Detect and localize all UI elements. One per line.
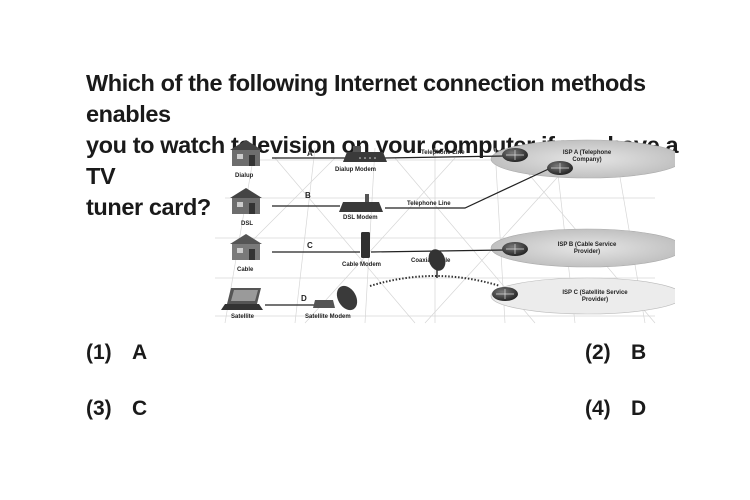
isp-c-label-2: Provider) [582,297,608,303]
isp-b-label-1: ISP B (Cable Service [558,242,617,248]
dialup-modem-icon [343,146,387,162]
cable-modem-icon [361,232,370,258]
option-2[interactable]: (2) B [585,341,646,365]
label-satellite: Satellite [231,314,255,320]
option-3-text: C [132,397,148,420]
option-4-number: (4) [585,397,611,420]
router-icon [502,148,528,162]
connection-lines [265,155,556,306]
option-3[interactable]: (3) C [86,397,147,421]
label-dialup: Dialup [235,173,254,179]
option-2-number: (2) [585,341,611,364]
letter-b: B [305,191,311,200]
option-1[interactable]: (1) A [86,341,147,365]
label-cable: Cable [237,267,254,273]
isp-c-label-1: ISP C (Satellite Service [562,290,628,296]
option-1-number: (1) [86,341,112,364]
internet-connections-diagram: ISP A (Telephone Company) ISP B (Cable S… [215,138,684,328]
diagram-svg: ISP A (Telephone Company) ISP B (Cable S… [215,139,684,324]
satellite-dish-icon [428,249,446,278]
letter-c: C [307,241,313,250]
isp-a-label-1: ISP A (Telephone [563,150,612,156]
house-cable-icon [230,234,262,260]
option-2-text: B [631,341,647,364]
isp-a-label-2: Company) [572,157,601,163]
label-dialup-modem: Dialup Modem [335,167,376,173]
question-line-3: tuner card? [86,194,211,220]
option-1-text: A [132,341,148,364]
laptop-icon [221,288,263,310]
option-3-number: (3) [86,397,112,420]
label-satellite-modem: Satellite Modem [305,314,351,320]
option-4[interactable]: (4) D [585,397,646,421]
router-icon [502,242,528,256]
isp-b-label-2: Provider) [574,249,600,255]
question-line-1: Which of the following Internet connecti… [86,70,646,127]
router-icon [547,161,573,175]
letter-d: D [301,294,307,303]
house-dialup-icon [230,140,262,166]
dsl-modem-icon [339,194,383,212]
label-telephone-line-a: Telephone Line [421,150,465,156]
satellite-dish-modem-icon [313,285,358,311]
isp-c-cloud: ISP C (Satellite Service Provider) [490,277,684,315]
house-dsl-icon [230,188,262,214]
letter-a: A [307,149,313,158]
router-icon [492,287,518,301]
label-telephone-line-b: Telephone Line [407,201,451,207]
label-dsl: DSL [241,221,253,227]
option-4-text: D [631,397,647,420]
label-dsl-modem: DSL Modem [343,215,378,221]
label-cable-modem: Cable Modem [342,262,381,268]
